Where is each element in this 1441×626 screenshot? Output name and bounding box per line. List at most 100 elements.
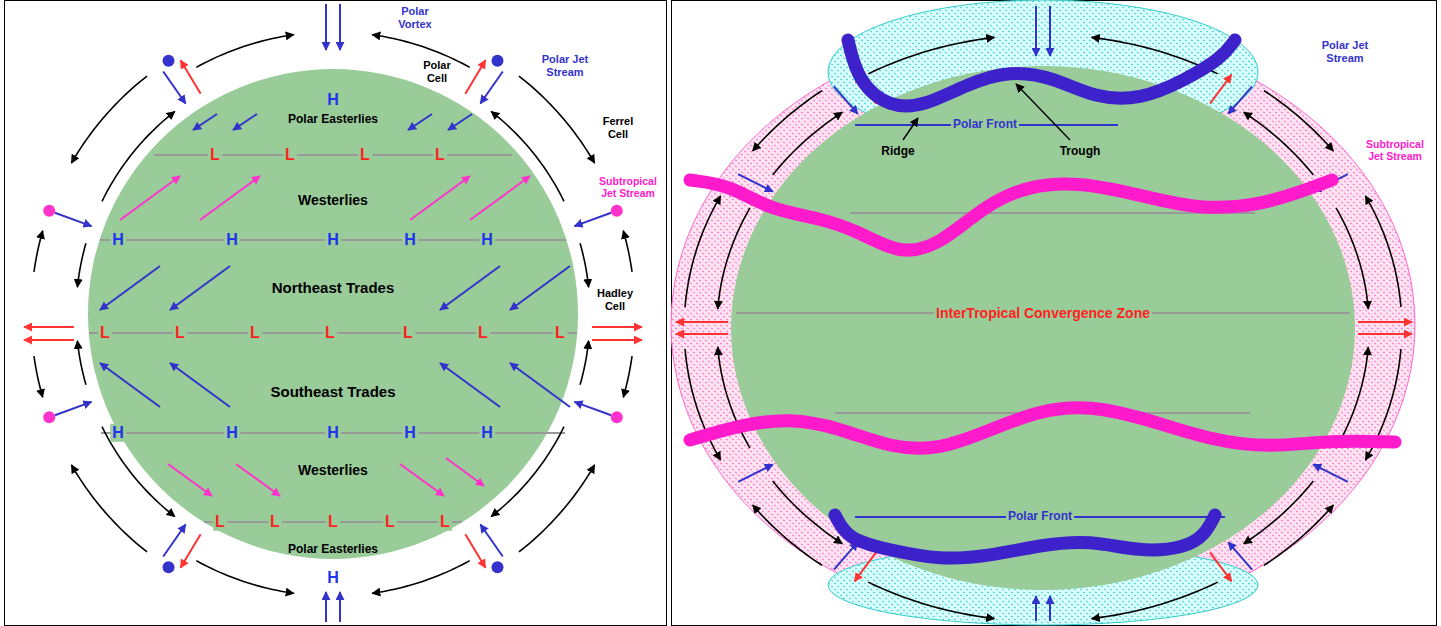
flow-arrow <box>855 552 876 581</box>
jet-stream-dot <box>611 411 623 423</box>
jet-stream <box>690 180 1332 250</box>
front-label: Polar Front <box>1006 510 1074 524</box>
flow-arrow <box>233 114 257 130</box>
flow-arrow <box>181 534 201 567</box>
low-pressure: L <box>476 324 490 342</box>
flow-arrow <box>1049 596 1051 621</box>
flow-arrow <box>372 561 469 594</box>
jet-stream <box>848 40 1235 106</box>
flow-arrow <box>592 326 642 328</box>
flow-arrow <box>163 525 185 557</box>
flow-arrow <box>1035 596 1037 621</box>
flow-arrow <box>193 114 217 130</box>
flow-arrow <box>200 176 260 220</box>
flow-arrow <box>34 231 43 272</box>
high-pressure: H <box>224 231 240 249</box>
flow-arrow <box>440 363 500 407</box>
low-pressure: L <box>173 324 187 342</box>
wind-label: Southeast Trades <box>270 383 395 400</box>
flow-arrow <box>77 341 86 385</box>
flow-arrow <box>753 91 822 151</box>
flow-arrow <box>55 402 92 415</box>
flow-arrow <box>903 118 918 140</box>
high-pressure: H <box>325 424 341 442</box>
flow-arrow <box>1035 6 1037 56</box>
high-pressure: H <box>224 424 240 442</box>
flow-arrow <box>34 356 43 397</box>
high-pressure: H <box>402 231 418 249</box>
flow-arrow <box>623 231 632 272</box>
flow-arrow <box>676 333 728 335</box>
globe <box>88 69 578 559</box>
low-pressure: L <box>401 324 415 342</box>
flow-arrow <box>1358 321 1412 323</box>
high-pressure: H <box>110 424 126 442</box>
low-pressure: L <box>553 324 567 342</box>
high-pressure: H <box>110 231 126 249</box>
flow-arrow <box>491 427 564 517</box>
flow-arrow <box>1264 505 1333 565</box>
flow-arrow <box>491 111 564 201</box>
wind-label: Polar Easterlies <box>288 543 378 557</box>
low-pressure: L <box>213 513 227 531</box>
high-pressure: H <box>479 231 495 249</box>
jet-stream-dot <box>491 561 503 573</box>
flow-arrow <box>623 356 632 397</box>
flow-arrow <box>580 341 589 385</box>
flow-arrow <box>580 243 589 287</box>
flow-arrow <box>100 266 160 310</box>
flow-arrow <box>685 196 720 307</box>
flow-arrow <box>168 464 212 496</box>
flow-arrow <box>510 266 570 310</box>
low-pressure: L <box>248 324 262 342</box>
flow-arrow <box>120 176 180 220</box>
jet-stream-dot <box>491 55 503 67</box>
flow-arrow <box>480 72 502 104</box>
atmosphere-band <box>671 27 1415 623</box>
flow-arrow <box>181 60 201 93</box>
flow-arrow <box>1313 464 1348 482</box>
flow-arrow <box>410 176 470 220</box>
flow-arrow <box>325 4 327 50</box>
low-pressure: L <box>283 146 297 164</box>
flow-arrow <box>575 402 612 415</box>
flow-arrow <box>868 37 994 73</box>
flow-arrow <box>339 4 341 50</box>
flow-arrow <box>372 35 469 68</box>
flow-arrow <box>1244 112 1314 175</box>
flow-arrow <box>738 464 773 482</box>
high-pressure: H <box>479 424 495 442</box>
low-pressure: L <box>438 513 452 531</box>
ridge-label: Ridge <box>881 145 914 159</box>
flow-arrow <box>1244 481 1314 544</box>
flow-arrow <box>170 266 230 310</box>
flow-arrow <box>1228 542 1252 570</box>
flow-arrow <box>24 339 74 341</box>
flow-arrow <box>510 363 570 407</box>
low-pressure: L <box>383 513 397 531</box>
flow-arrow <box>339 592 341 622</box>
jet-stream-dot <box>43 411 55 423</box>
flow-arrow <box>1049 6 1051 56</box>
cell-label: Polar Cell <box>419 59 455 84</box>
flow-arrow <box>1264 91 1333 151</box>
jet-label: Polar Jet Stream <box>1313 39 1377 64</box>
high-pressure: H <box>402 424 418 442</box>
panel-frame <box>672 1 1437 626</box>
flow-arrow <box>868 582 994 618</box>
globe <box>731 66 1355 590</box>
cell-label: Hadley Cell <box>594 287 636 312</box>
cell-label: Ferrel Cell <box>596 115 640 140</box>
wind-label: Polar Easterlies <box>288 113 378 127</box>
jet-stream-dot <box>43 205 55 217</box>
flow-arrow <box>196 561 293 594</box>
trough-label: Trough <box>1060 145 1101 159</box>
flow-arrow <box>1336 208 1368 309</box>
flow-arrow <box>24 326 74 328</box>
high-pressure: H <box>325 231 341 249</box>
low-pressure: L <box>268 513 282 531</box>
flow-arrow <box>440 266 500 310</box>
flow-arrow <box>446 458 484 486</box>
flow-arrow <box>400 464 444 496</box>
